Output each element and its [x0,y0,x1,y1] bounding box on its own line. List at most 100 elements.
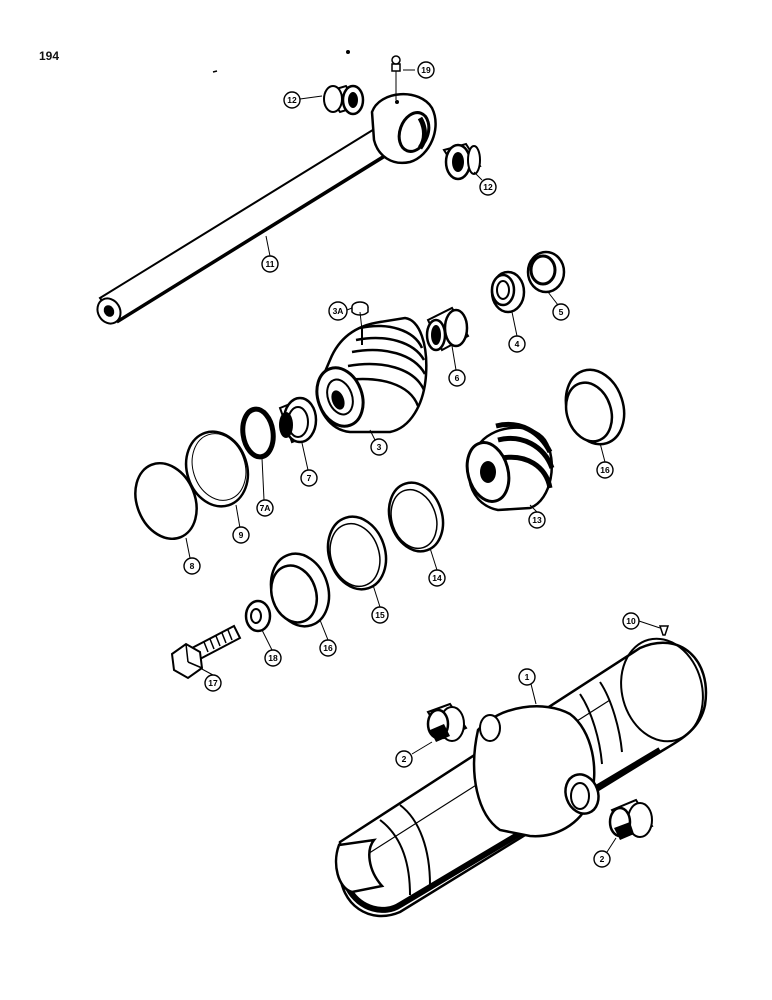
cylinder-barrel-part [334,637,708,918]
bushing-part [323,84,365,116]
callout-11: 11 [261,255,279,273]
callout-15: 15 [371,606,389,624]
seal-ring-part [184,430,250,508]
leader-line [199,667,214,676]
leader-line [261,629,273,651]
callout-label: 18 [268,653,278,663]
callout-19: 19 [417,61,435,79]
leader-line [372,584,381,608]
piston-part [465,422,555,512]
leader-line [451,345,457,371]
leader-line [599,442,606,463]
wear-bushing-part [425,306,470,352]
callout-label: 12 [483,182,493,192]
stray-dot [346,50,350,54]
callout-label: 3 [377,442,382,452]
callout-label: 5 [559,307,564,317]
callout-label: 8 [190,561,195,571]
leader-line [606,837,617,853]
callout-label: 13 [532,515,542,525]
callout-label: 15 [375,610,385,620]
callout-label: 12 [287,95,297,105]
callout-18: 18 [264,649,282,667]
callout-label: 7 [307,473,312,483]
callout-label: 16 [323,643,333,653]
callout-7: 7 [300,469,318,487]
leader-line [411,741,433,755]
seal-ring-part [326,515,388,591]
callout-17: 17 [204,674,222,692]
washer-part [244,599,272,633]
leader-line [529,504,538,513]
leader-line [261,457,265,501]
leader-line [530,683,537,705]
callout-label: 7A [260,503,271,513]
callout-label: 2 [402,754,407,764]
gland-part [315,316,428,434]
callout-4: 4 [508,335,526,353]
callout-label: 3A [333,306,344,316]
bolt-part [170,624,242,680]
callout-label: 10 [626,616,636,626]
leader-line [301,442,309,471]
leader-line [429,547,438,571]
leader-line [319,619,329,641]
callout-14: 14 [428,569,446,587]
callout-16-lower: 16 [319,639,337,657]
callout-label: 9 [239,530,244,540]
piston-rod-part [96,93,437,325]
grease-fitting-part [391,55,401,100]
callout-label: 1 [525,672,530,682]
leader-line [346,307,353,311]
callout-label: 6 [455,373,460,383]
callout-2-right: 2 [593,850,611,868]
callout-label: 4 [515,339,520,349]
stray-mark [212,70,218,73]
bushing-part [442,142,482,181]
callout-2-left: 2 [395,750,413,768]
o-ring-part [134,461,198,541]
callout-13: 13 [528,511,546,529]
wiper-part [490,270,526,314]
leader-line [359,311,363,331]
callout-label: 14 [432,573,442,583]
callout-label: 19 [421,65,431,75]
callout-3a: 3A [328,301,348,321]
callout-16-upper: 16 [596,461,614,479]
leader-line [638,620,661,629]
seal-ring-inner-part [191,433,247,501]
leader-line [547,291,559,306]
leader-line [369,429,376,441]
ring-part [526,250,566,294]
seal-ring-part [387,481,445,553]
wear-ring-part [269,552,331,628]
bearing-part [278,396,318,444]
callout-10: 10 [622,612,640,630]
leader-line [265,235,271,257]
callout-label: 16 [600,465,610,475]
trunnion-bushing-part [608,798,654,840]
callout-7a: 7A [256,499,274,517]
callout-label: 2 [600,854,605,864]
callout-5: 5 [552,303,570,321]
callout-3: 3 [370,438,388,456]
leader-line [185,537,191,559]
callout-12-right: 12 [479,178,497,196]
grease-fitting-part [658,625,670,636]
backup-ring-part [240,406,276,460]
callout-8: 8 [183,557,201,575]
callout-6: 6 [448,369,466,387]
callout-label: 17 [208,678,218,688]
leader-line [235,504,241,529]
trunnion-bushing-part [426,702,468,742]
leader-line [299,95,323,100]
callout-12-left: 12 [283,91,301,109]
leader-line [473,171,483,181]
callout-1: 1 [518,668,536,686]
wear-ring-part [564,368,626,446]
callout-9: 9 [232,526,250,544]
leader-line [511,311,518,337]
callout-label: 11 [266,259,275,269]
page-number: 194 [39,49,60,63]
